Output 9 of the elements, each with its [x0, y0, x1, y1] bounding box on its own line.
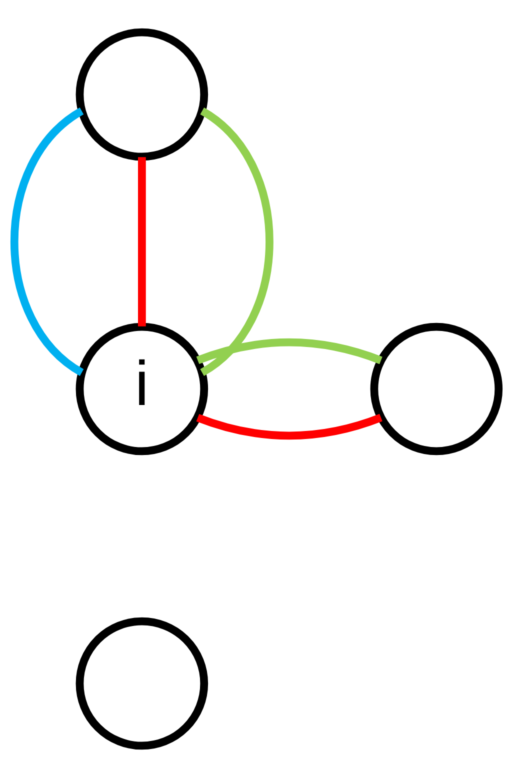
connector [138, 156, 146, 326]
connector [196, 413, 382, 440]
node-circle [370, 322, 503, 455]
connector [196, 338, 382, 364]
node-circle [76, 28, 208, 160]
node-circle: i [76, 322, 208, 455]
node-circle [76, 616, 208, 750]
connector [10, 107, 84, 376]
connector [200, 107, 274, 376]
